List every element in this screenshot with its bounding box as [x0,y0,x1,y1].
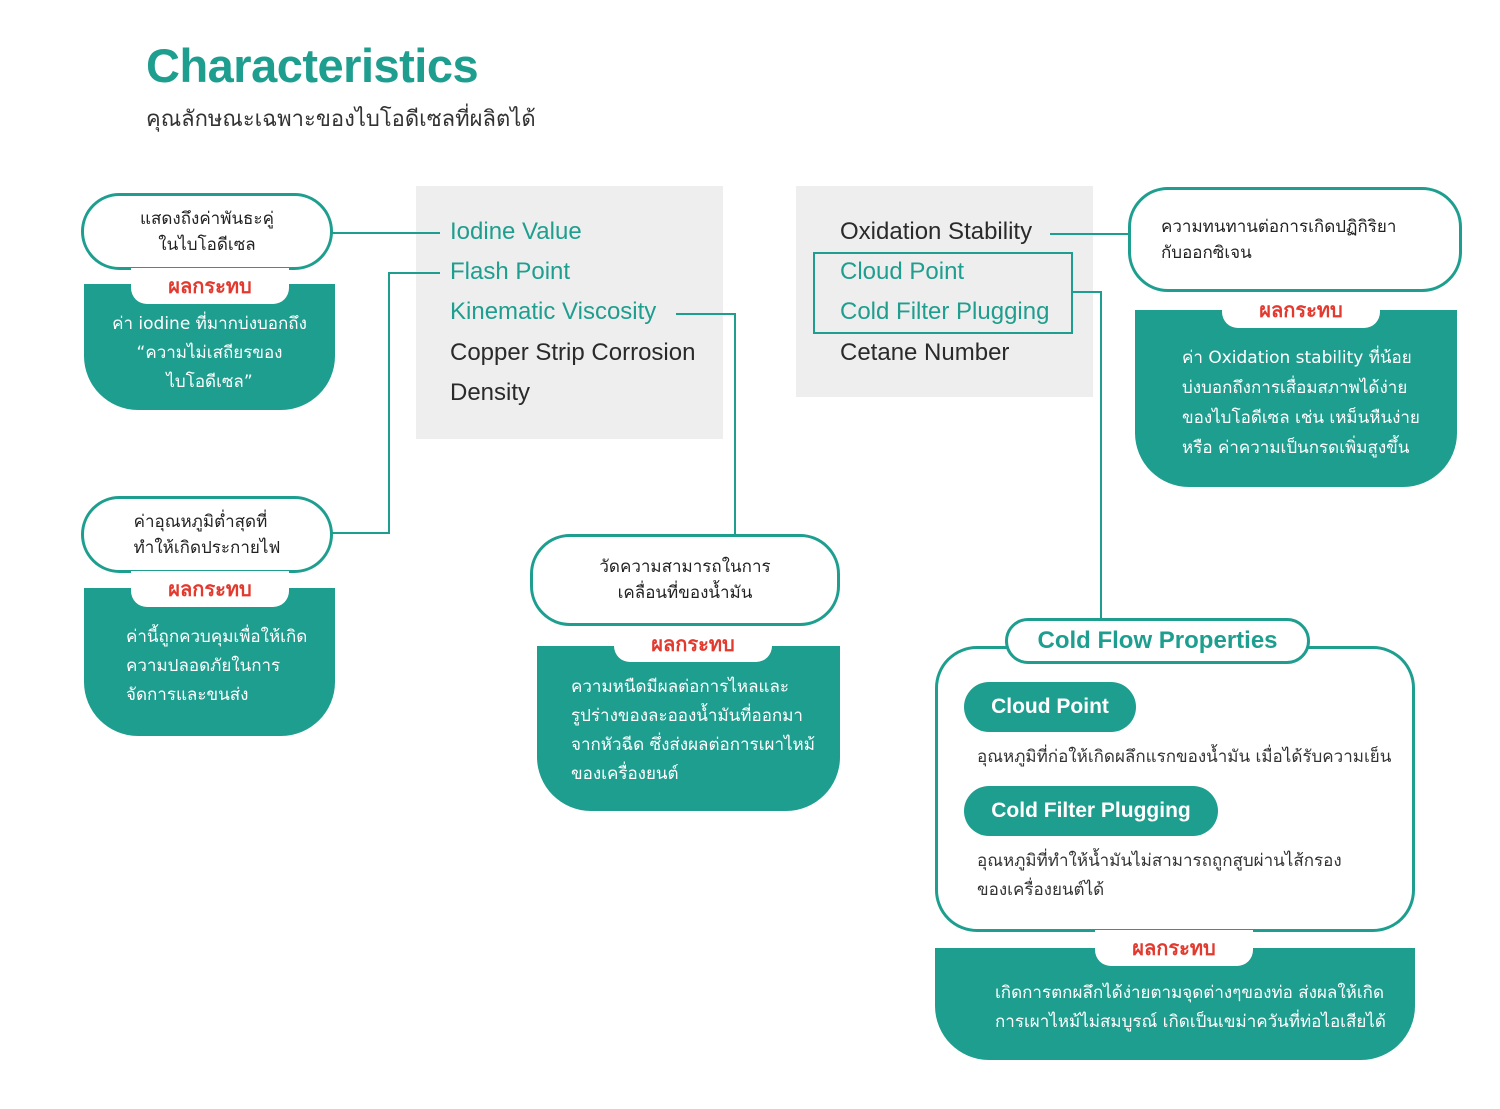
viscosity-impact-card [537,646,840,811]
oxidation-impact-card [1135,310,1457,487]
term-cold-filter-plugging: Cold Filter Plugging [840,298,1050,325]
term-cetane-number: Cetane Number [840,339,1010,366]
viscosity-definition-text: วัดความสามารถในการ เคลื่อนที่ของน้ำมัน [599,557,771,603]
cold-flow-impact-text: เกิดการตกผลึกได้ง่ายตามจุดต่างๆของท่อ ส่… [995,983,1386,1032]
flash-impact-text: ค่านี้ถูกควบคุมเพื่อให้เกิด ความปลอดภัยใ… [126,627,308,705]
cold-flow-title: Cold Flow Properties [1005,618,1310,664]
flash-impact-card [84,588,335,736]
cloud-point-pill: Cloud Point [964,682,1136,732]
iodine-definition-text: แสดงถึงค่าพันธะคู่ ในไบโอดีเซล [140,208,274,255]
flash-impact-label: ผลกระทบ [131,571,289,607]
iodine-impact-label: ผลกระทบ [131,268,289,304]
left-term-panel [416,186,723,439]
cold-flow-impact-card [935,948,1415,1060]
term-flash-point: Flash Point [450,258,571,285]
oxidation-impact-label: ผลกระทบ [1222,292,1380,328]
cloud-point-description: อุณหภูมิที่ก่อให้เกิดผลึกแรกของน้ำมัน เม… [977,747,1392,767]
cold-filter-plugging-pill: Cold Filter Plugging [964,786,1218,836]
term-density: Density [450,379,531,406]
viscosity-definition-box: วัดความสามารถในการ เคลื่อนที่ของน้ำมัน [530,534,840,626]
term-copper-strip-corrosion: Copper Strip Corrosion [450,339,696,366]
viscosity-impact-label: ผลกระทบ [614,626,772,662]
viscosity-impact-text: ความหนืดมีผลต่อการไหลและ รูปร่างของละออง… [571,677,815,784]
term-iodine-value: Iodine Value [450,218,582,245]
iodine-impact-card [84,284,335,410]
term-kinematic-viscosity: Kinematic Viscosity [450,298,657,325]
iodine-impact-text: ค่า iodine ที่มากบ่งบอกถึง “ความไม่เสถีย… [112,314,307,392]
term-oxidation-stability: Oxidation Stability [840,218,1033,245]
page-subtitle: คุณลักษณะเฉพาะของไบโอดีเซลที่ผลิตได้ [146,107,536,132]
term-cloud-point: Cloud Point [840,258,965,285]
cold-flow-impact-label: ผลกระทบ [1095,930,1253,966]
page-title: Characteristics [146,39,479,92]
iodine-definition-box: แสดงถึงค่าพันธะคู่ ในไบโอดีเซล [81,193,333,270]
oxidation-impact-text: ค่า Oxidation stability ที่น้อย บ่งบอกถึ… [1182,348,1420,458]
flash-definition-box: ค่าอุณหภูมิต่ำสุดที่ ทำให้เกิดประกายไฟ [81,496,333,573]
oxidation-definition-text: ความทนทานต่อการเกิดปฏิกิริยา กับออกซิเจน [1161,216,1397,263]
flash-definition-text: ค่าอุณหภูมิต่ำสุดที่ ทำให้เกิดประกายไฟ [133,511,281,558]
oxidation-definition-box: ความทนทานต่อการเกิดปฏิกิริยา กับออกซิเจน [1128,187,1462,292]
cold-filter-plugging-description: อุณหภูมิที่ทำให้น้ำมันไม่สามารถถูกสูบผ่า… [977,851,1342,900]
